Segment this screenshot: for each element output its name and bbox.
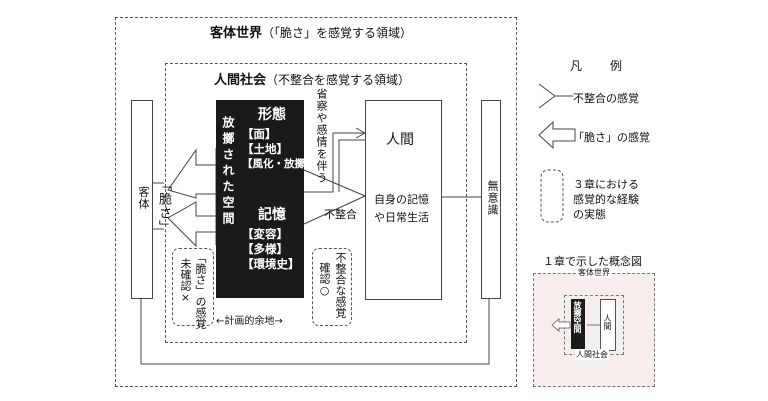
brittle-sense-box — [172, 248, 214, 326]
brittle-sense-col2: 未確認× — [179, 258, 192, 304]
legend-item-experience-3: の実態 — [573, 208, 606, 221]
human-title: 人間 — [386, 132, 414, 148]
mini-black-label: 放擲空間 — [573, 301, 582, 333]
mini-inner-label: 人間社会 — [575, 349, 609, 360]
memory-item-1: 【変容】 — [242, 227, 288, 241]
legend-title: 凡 例 — [570, 59, 631, 73]
mini-outer-label: 客体世界 — [577, 267, 611, 278]
object-label: 客体 — [137, 186, 150, 210]
mini-human-label: 人間 — [603, 314, 612, 330]
mini-caption: １章で示した概念図 — [543, 255, 642, 268]
human-text-2: や日常生活 — [374, 211, 429, 224]
human-box: 人間 自身の記憶 や日常生活 — [365, 100, 442, 300]
mismatch-arrow-label: 不整合 — [324, 208, 357, 221]
human-society-title: 人間社会（不整合を感覚する領域） — [214, 69, 410, 88]
mini-black-box — [571, 299, 585, 349]
mismatch-sense-col1: 不整合な感覚 — [334, 252, 347, 318]
outer-world-subtitle: （「脆さ」を感覚する領域） — [262, 26, 413, 40]
mini-arrows — [551, 318, 600, 332]
legend-symbols — [538, 83, 576, 223]
brittle-sense-col1: 「脆さ」の感覚 — [194, 252, 207, 329]
planning-margin-label: ←計画的余地→ — [216, 316, 283, 327]
memory-title: 記憶 — [258, 207, 286, 223]
brittle-label: 「脆さ」 — [156, 178, 171, 234]
unconscious-box — [481, 100, 501, 299]
legend-item-mismatch: 不整合の感覚 — [573, 92, 639, 105]
form-item-3: 【風化・放擲】 — [242, 158, 316, 170]
legend-item-brittle: 「脆さ」の感覚 — [573, 131, 650, 144]
form-title: 形態 — [258, 107, 286, 123]
unconscious-label: 無意識 — [486, 180, 499, 216]
human-society-boundary — [165, 63, 467, 343]
legend-item-experience-2: 感覚的な経験 — [573, 193, 639, 206]
reflection-label: 省察や感情を伴う — [315, 88, 328, 184]
human-text-1: 自身の記憶 — [374, 193, 429, 206]
form-item-1: 【面】 — [242, 127, 277, 141]
outer-world-title: 客体世界（「脆さ」を感覚する領域） — [210, 22, 412, 41]
form-item-2: 【土地】 — [242, 142, 288, 156]
outer-world-title-text: 客体世界 — [210, 26, 263, 41]
legend-item-experience-1: ３章における — [573, 178, 639, 191]
memory-item-2: 【多様】 — [242, 242, 288, 256]
mismatch-sense-col2: 確認○ — [318, 262, 331, 297]
human-society-title-text: 人間社会 — [214, 73, 267, 88]
form-section: 形態 【面】 【土地】 【風化・放擲】 — [242, 104, 316, 172]
abandoned-space-label: 放擲された空間 — [221, 116, 235, 228]
abandoned-space-box: 放擲された空間 形態 【面】 【土地】 【風化・放擲】 記憶 【変容】 【多様】… — [216, 100, 316, 298]
human-society-subtitle: （不整合を感覚する領域） — [266, 73, 411, 87]
memory-item-3: 【環境史】 — [242, 257, 300, 271]
memory-section: 記憶 【変容】 【多様】 【環境史】 — [242, 204, 302, 272]
object-box — [131, 100, 153, 299]
mismatch-sense-box — [312, 248, 352, 326]
outer-world-boundary — [115, 17, 517, 387]
